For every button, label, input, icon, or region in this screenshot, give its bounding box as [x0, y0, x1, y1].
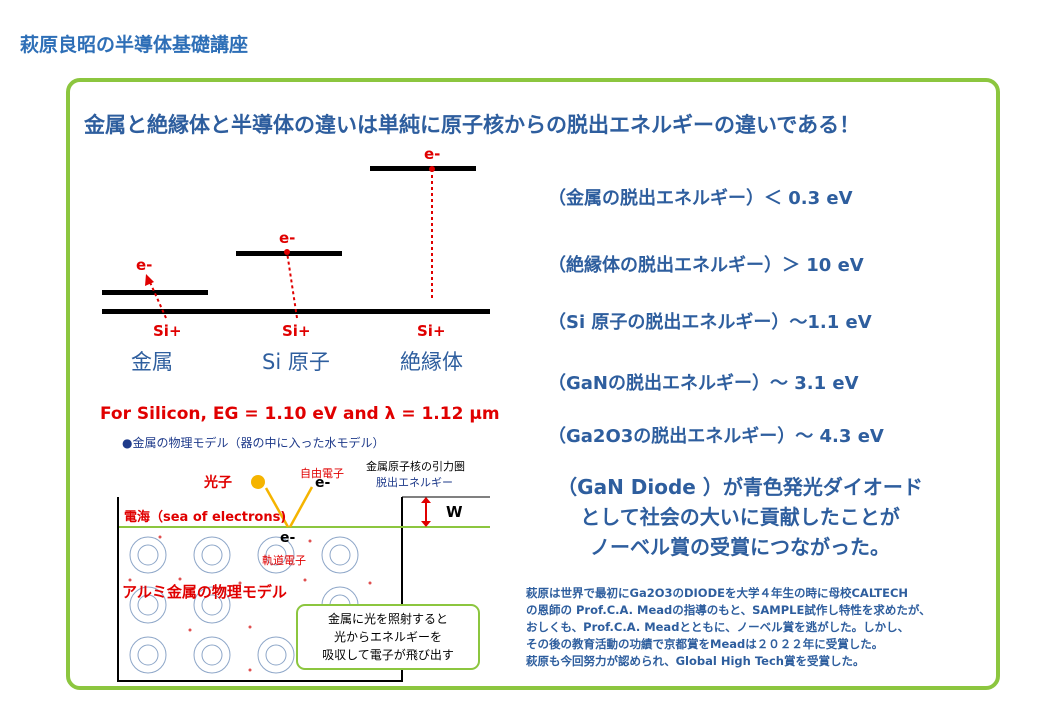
note-line-5: 萩原も今回努力が認められ、Global High Tech賞を受賞した。: [526, 654, 865, 668]
callout-line-2: 光からエネルギーを: [333, 630, 442, 644]
aluminum-model-label: アルミ金属の物理モデル: [122, 583, 287, 601]
insulator-label: 絶縁体: [400, 350, 463, 374]
metal-model-title: ●金属の物理モデル（器の中に入った水モデル）: [122, 436, 385, 450]
content-frame: [66, 78, 1000, 690]
escape-energy-label: 脱出エネルギー: [376, 476, 453, 489]
si-dot: [284, 249, 290, 255]
metal-electron: e-: [136, 256, 153, 274]
free-electron-label: 自由電子: [300, 467, 344, 480]
insulator-electron: e-: [424, 145, 441, 163]
diode-statement: （GaN Diode ）が青色発光ダイオード として社会の大いに貢献したことが …: [540, 472, 940, 562]
light-absorption-callout: 金属に光を照射すると 光からエネルギーを 吸収して電子が飛び出す: [300, 610, 476, 664]
metal-label: 金属: [131, 350, 173, 374]
energy-si: （Si 原子の脱出エネルギー）～1.1 eV: [548, 312, 872, 333]
metal-model-illustration: 光子 自由電子 e- 金属原子核の引力圏 脱出エネルギー W 電海（sea of…: [100, 455, 505, 683]
diode-line-1: （GaN Diode ）が青色発光ダイオード: [557, 475, 923, 499]
energy-metal: （金属の脱出エネルギー）＜ 0.3 eV: [548, 188, 853, 209]
w-label: W: [446, 503, 463, 521]
insulator-ion: Si+: [417, 322, 446, 340]
page-header-title: 萩原良昭の半導体基礎講座: [20, 34, 249, 56]
insulator-dot: [429, 166, 435, 172]
photon-label: 光子: [204, 475, 232, 491]
sea-electron: e-: [280, 530, 296, 546]
insulator-level: [370, 166, 476, 171]
si-electron: e-: [279, 229, 296, 247]
metal-model-svg: [117, 475, 490, 682]
note-line-4: その後の教育活動の功績で京都賞をMeadは２０２２年に受賞した。: [526, 637, 884, 651]
sea-label: 電海（sea of electrons): [124, 510, 287, 525]
author-note: 萩原は世界で最初にGa2O3のDIODEを大学４年生の時に母校CALTECH の…: [526, 585, 931, 670]
si-label: Si 原子: [262, 350, 330, 374]
note-line-3: おしくも、Prof.C.A. Meadとともに、ノーベル賞を逃がした。しかし、: [526, 620, 910, 634]
metal-arrowhead: [145, 274, 154, 286]
si-arrow: [286, 251, 298, 319]
silicon-formula: For Silicon, EG = 1.10 eV and λ = 1.12 μ…: [100, 404, 500, 424]
slide-headline: 金属と絶縁体と半導体の違いは単純に原子核からの脱出エネルギーの違いである！: [84, 113, 861, 137]
si-ion: Si+: [282, 322, 311, 340]
free-electron: e-: [315, 475, 331, 491]
diode-line-2: として社会の大いに貢献したことが: [580, 505, 900, 529]
note-line-1: 萩原は世界で最初にGa2O3のDIODEを大学４年生の時に母校CALTECH: [526, 586, 909, 600]
callout-line-3: 吸収して電子が飛び出す: [322, 648, 454, 662]
callout-line-1: 金属に光を照射すると: [327, 612, 448, 626]
metal-level: [102, 290, 208, 295]
energy-gan: （GaNの脱出エネルギー）～ 3.1 eV: [548, 373, 859, 394]
orbital-electron-label: 軌道電子: [262, 554, 306, 567]
energy-insulator: （絶縁体の脱出エネルギー）＞ 10 eV: [548, 255, 864, 276]
metal-arrow: [148, 279, 167, 319]
energy-ga2o3: （Ga2O3の脱出エネルギー）～ 4.3 eV: [548, 426, 884, 447]
note-line-2: の恩師の Prof.C.A. Meadの指導のもと、SAMPLE試作し特性を求め…: [526, 603, 931, 617]
attraction-label: 金属原子核の引力圏: [366, 460, 465, 473]
metal-ion: Si+: [153, 322, 182, 340]
diode-line-3: ノーベル賞の受賞につながった。: [590, 535, 890, 559]
